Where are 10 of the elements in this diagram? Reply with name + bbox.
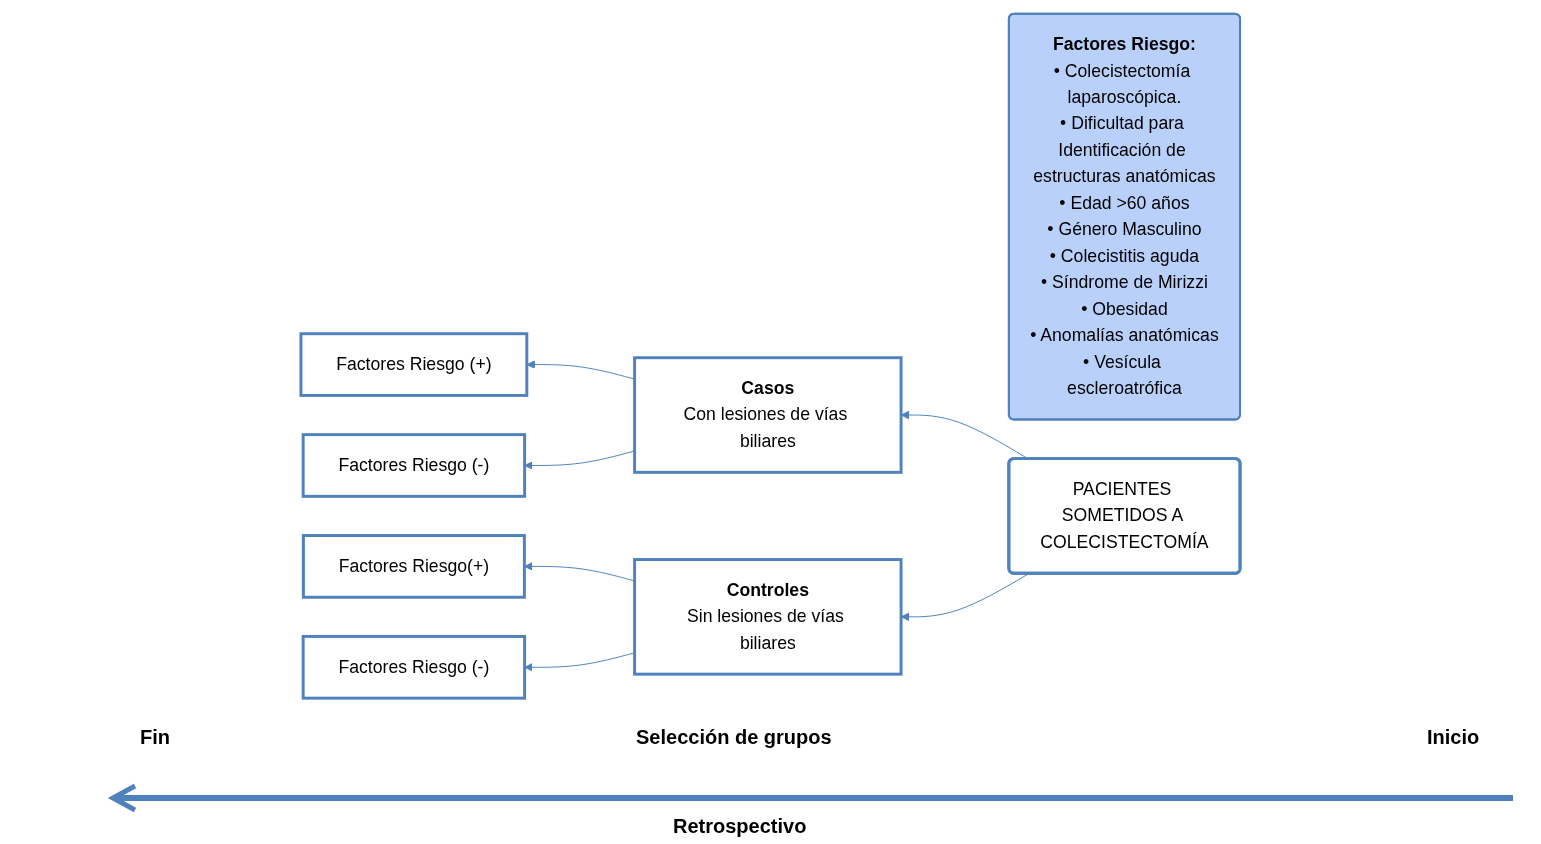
axis-label: Inicio	[1427, 726, 1480, 749]
node-box: Factores Riesgo (-)	[301, 433, 527, 498]
axis-label: Selección de grupos	[636, 726, 832, 749]
node-box: Factores Riesgo (+)	[299, 332, 529, 397]
axis-label: Retrospectivo	[673, 815, 807, 838]
node-box: Factores Riesgo(+)	[301, 534, 526, 599]
node-box: Controles Sin lesiones de vías biliares	[633, 558, 903, 676]
node-box: Factores Riesgo (-)	[301, 634, 527, 700]
node-box: Casos Con lesiones de vías biliares	[633, 356, 903, 474]
axis-label: Fin	[140, 726, 170, 749]
